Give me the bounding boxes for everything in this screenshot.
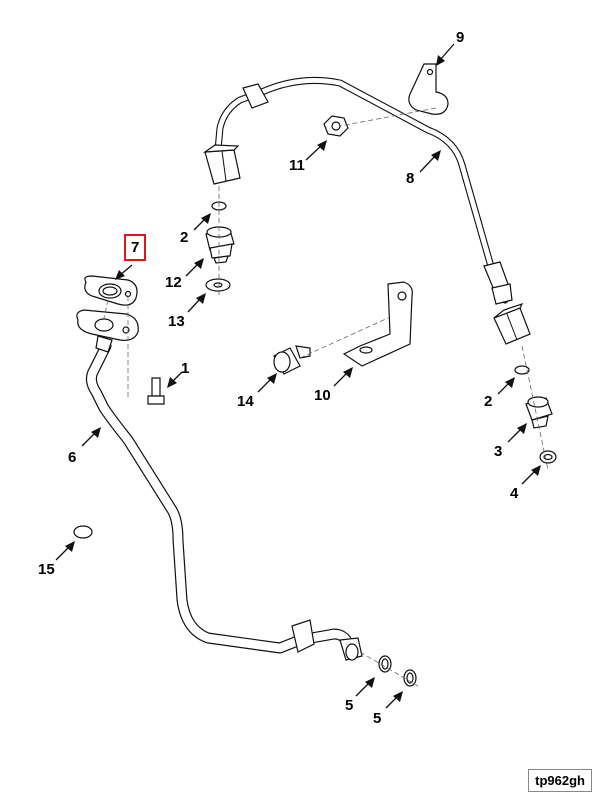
hex-nut: [323, 115, 349, 137]
callout-2-right: 2: [484, 393, 493, 410]
gasket: [84, 275, 138, 306]
diagram-reference-code: tp962gh: [528, 769, 592, 792]
callout-1: 1: [181, 360, 190, 377]
washer-right: [539, 450, 557, 464]
supply-tube: [214, 76, 509, 304]
callout-15: 15: [38, 561, 55, 578]
callout-7-highlighted: 7: [124, 234, 147, 261]
callout-8: 8: [406, 170, 415, 187]
callout-10: 10: [314, 387, 331, 404]
callout-9: 9: [456, 29, 465, 46]
callout-12: 12: [165, 274, 182, 291]
expansion-plug: [73, 525, 93, 539]
supply-tube-right-nut: [483, 261, 531, 345]
callout-6: 6: [68, 449, 77, 466]
cap-screw: [147, 377, 165, 405]
supply-tube-left-nut: [202, 83, 269, 185]
p-clamp: [408, 63, 449, 115]
shoulder-bolt: [273, 345, 311, 375]
connector-fitting-upper: [205, 226, 235, 264]
callout-3: 3: [494, 443, 503, 460]
callout-14: 14: [237, 393, 254, 410]
o-ring-right: [514, 365, 530, 375]
assembly-center-lines: [103, 107, 549, 687]
callout-13: 13: [168, 313, 185, 330]
callout-5-second: 5: [373, 710, 382, 727]
drain-tube: [76, 309, 363, 661]
mounting-bracket: [342, 281, 413, 367]
washer-upper: [205, 278, 231, 292]
callout-2-upper: 2: [180, 229, 189, 246]
callout-5-first: 5: [345, 697, 354, 714]
callout-11: 11: [289, 157, 305, 174]
connector-fitting-right: [525, 396, 553, 429]
leader-arrows: [55, 43, 541, 709]
callout-4: 4: [510, 485, 519, 502]
